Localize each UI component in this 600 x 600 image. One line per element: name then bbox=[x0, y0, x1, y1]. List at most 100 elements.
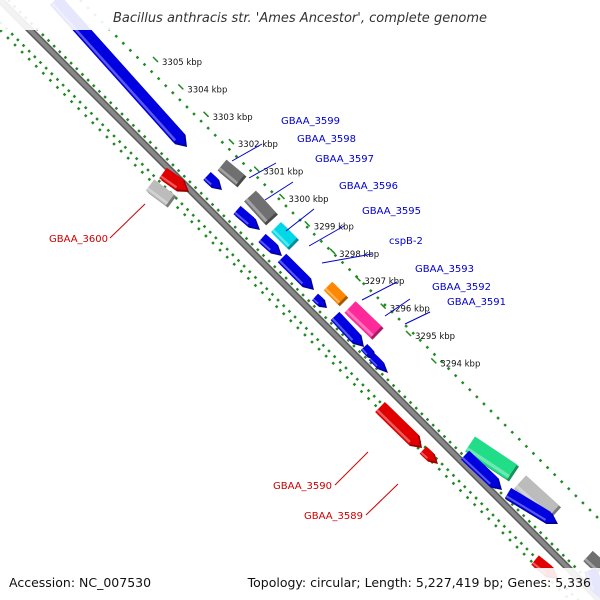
tick-mark-3300 bbox=[278, 193, 286, 200]
leader-line-GBAA_3593 bbox=[361, 281, 398, 301]
gene-block-3590-body bbox=[375, 401, 420, 446]
gene-block-3592[interactable] bbox=[323, 281, 349, 307]
gene-label-GBAA_3600[interactable]: GBAA_3600 bbox=[49, 234, 108, 245]
gene-block-3600-gray[interactable] bbox=[145, 179, 177, 208]
tick-mark-3305 bbox=[152, 56, 159, 63]
gene-block-3597[interactable] bbox=[233, 205, 260, 230]
map-title: Bacillus anthracis str. 'Ames Ancestor',… bbox=[113, 11, 487, 26]
footer-backdrop bbox=[0, 568, 600, 600]
gene-label-GBAA_3593[interactable]: GBAA_3593 bbox=[415, 264, 474, 275]
feature-layer bbox=[49, 0, 600, 599]
gene-block-mint[interactable] bbox=[465, 436, 519, 482]
leader-line-GBAA_3598 bbox=[248, 162, 277, 179]
tick-mark-3296 bbox=[380, 303, 387, 310]
gene-block-3596[interactable] bbox=[244, 190, 278, 226]
gene-block-3591-b-body bbox=[330, 311, 362, 345]
gene-block-3592-body bbox=[323, 281, 347, 305]
gene-block-3589[interactable] bbox=[419, 446, 438, 464]
gene-block-3598[interactable] bbox=[217, 159, 247, 188]
gene-block-lower-1[interactable] bbox=[460, 450, 502, 490]
gene-label-cspB-2[interactable]: cspB-2 bbox=[389, 236, 423, 247]
gene-block-mint-body bbox=[465, 436, 517, 480]
gene-label-GBAA_3592[interactable]: GBAA_3592 bbox=[432, 282, 491, 293]
gene-block-lower-gray-body bbox=[513, 475, 560, 519]
gene-label-GBAA_3599[interactable]: GBAA_3599 bbox=[281, 116, 340, 127]
gene-block-3591[interactable] bbox=[344, 301, 384, 340]
tick-label-3297: 3297 kbp bbox=[364, 277, 404, 287]
leader-line-GBAA_3589 bbox=[365, 483, 399, 516]
title-backdrop bbox=[0, 0, 600, 30]
gene-block-3599-body bbox=[203, 171, 220, 188]
gene-block-small-2-body bbox=[368, 353, 386, 371]
gene-block-3599[interactable] bbox=[203, 171, 222, 190]
leader-line-GBAA_3597 bbox=[264, 181, 294, 201]
gene-label-GBAA_3596[interactable]: GBAA_3596 bbox=[339, 181, 398, 192]
tick-mark-3294 bbox=[430, 357, 437, 364]
leader-line-cspB-2 bbox=[321, 253, 373, 264]
gene-label-GBAA_3590[interactable]: GBAA_3590 bbox=[273, 481, 332, 492]
gene-label-GBAA_3597[interactable]: GBAA_3597 bbox=[315, 154, 374, 165]
tick-label-3304: 3304 kbp bbox=[187, 85, 227, 95]
tick-label-3301: 3301 kbp bbox=[263, 168, 303, 178]
gene-block-small-2[interactable] bbox=[368, 353, 388, 373]
leader-line-GBAA_3596 bbox=[285, 208, 315, 232]
tick-mark-3302 bbox=[228, 138, 235, 145]
gene-label-GBAA_3595[interactable]: GBAA_3595 bbox=[362, 206, 421, 217]
tick-mark-3301 bbox=[253, 166, 260, 173]
ruler-dots-left bbox=[0, 29, 572, 600]
gene-block-3600-gray-highlight bbox=[146, 187, 169, 205]
gene-block-3591-b[interactable] bbox=[330, 311, 364, 347]
gene-label-GBAA_3598[interactable]: GBAA_3598 bbox=[297, 134, 356, 145]
gene-block-corner-gray-body bbox=[583, 550, 600, 573]
tick-mark-3299 bbox=[304, 220, 311, 227]
gene-block-3597-highlight bbox=[234, 211, 249, 225]
gene-block-3595-b[interactable] bbox=[271, 222, 299, 250]
gene-block-3597-body bbox=[233, 205, 258, 228]
tick-mark-3298 bbox=[329, 248, 336, 255]
gene-block-3590[interactable] bbox=[375, 401, 422, 448]
gene-block-3596-body bbox=[244, 190, 276, 224]
gene-block-cspb2[interactable] bbox=[277, 253, 314, 290]
gene-label-GBAA_3589[interactable]: GBAA_3589 bbox=[304, 511, 363, 522]
gene-block-3598-highlight bbox=[218, 167, 239, 185]
gene-block-3592-highlight bbox=[324, 287, 341, 304]
gene-block-lower-2[interactable] bbox=[504, 487, 558, 524]
gene-block-3593-highlight bbox=[312, 298, 319, 305]
gene-block-3595-b-highlight bbox=[272, 229, 290, 247]
leader-line-GBAA_3599 bbox=[231, 143, 263, 162]
gene-block-3595-a-body bbox=[258, 233, 280, 254]
gene-block-3593[interactable] bbox=[311, 293, 327, 308]
tick-mark-3303 bbox=[203, 111, 210, 118]
gene-block-3595-a[interactable] bbox=[258, 233, 282, 256]
leader-line-GBAA_3591 bbox=[404, 311, 431, 325]
tick-label-3299: 3299 kbp bbox=[314, 222, 354, 232]
gene-block-3595-a-highlight bbox=[259, 239, 271, 251]
gene-block-3589-highlight bbox=[420, 451, 429, 459]
gene-block-long-body bbox=[49, 0, 185, 145]
gene-block-lower-2-body bbox=[504, 487, 556, 522]
gene-block-3595-b-body bbox=[271, 222, 297, 248]
tick-label-3305: 3305 kbp bbox=[162, 58, 202, 68]
gene-block-3593-body bbox=[311, 293, 325, 306]
tick-label-3302: 3302 kbp bbox=[238, 140, 278, 150]
gene-block-3589-body bbox=[419, 446, 436, 462]
tick-label-3294: 3294 kbp bbox=[440, 359, 480, 369]
tick-label-3296: 3296 kbp bbox=[390, 305, 430, 315]
gene-block-3600-highlight bbox=[160, 175, 178, 189]
gene-block-3591-b-highlight bbox=[331, 317, 354, 341]
tick-label-3295: 3295 kbp bbox=[415, 332, 455, 342]
gene-block-3599-highlight bbox=[204, 177, 212, 186]
gene-block-cspb2-body bbox=[277, 253, 312, 288]
tick-mark-3304 bbox=[177, 83, 184, 90]
gene-block-3590-highlight bbox=[376, 409, 411, 443]
gene-label-GBAA_3591[interactable]: GBAA_3591 bbox=[447, 297, 506, 308]
gene-block-3600[interactable] bbox=[159, 167, 189, 192]
gene-block-small-1-body bbox=[360, 343, 374, 358]
gene-block-cspb2-highlight bbox=[278, 259, 304, 285]
ruler-dots-inner bbox=[0, 21, 580, 600]
gene-block-mint-highlight bbox=[466, 447, 510, 478]
